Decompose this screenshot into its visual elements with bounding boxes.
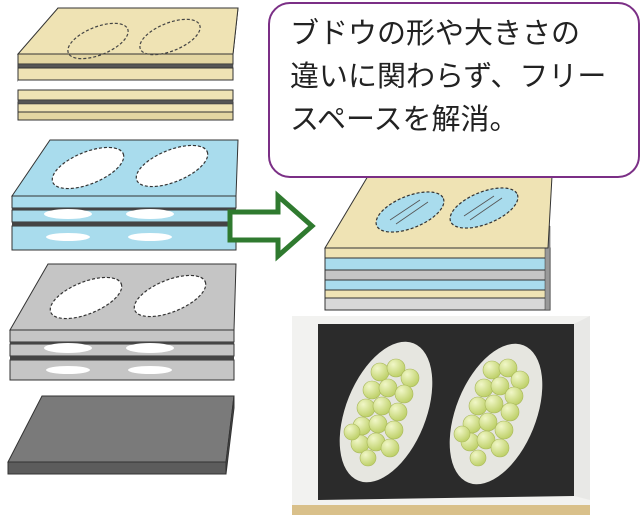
gray-sheet-stack — [9, 263, 237, 381]
grape-box-photo — [292, 316, 590, 515]
callout-line-1: ブドウの形や大きさの — [290, 16, 581, 50]
blue-sheet-stack — [11, 139, 239, 251]
callout-box: ブドウの形や大きさの 違いに関わらず、フリー スペースを解消。 — [268, 2, 640, 178]
assembled-stack — [324, 175, 553, 311]
callout-line-3: スペースを解消。 — [290, 102, 519, 136]
base-board — [7, 395, 235, 475]
callout-line-2: 違いに関わらず、フリー — [290, 59, 607, 93]
right-arrow-icon — [227, 190, 316, 262]
beige-sheet-stack — [16, 7, 239, 121]
